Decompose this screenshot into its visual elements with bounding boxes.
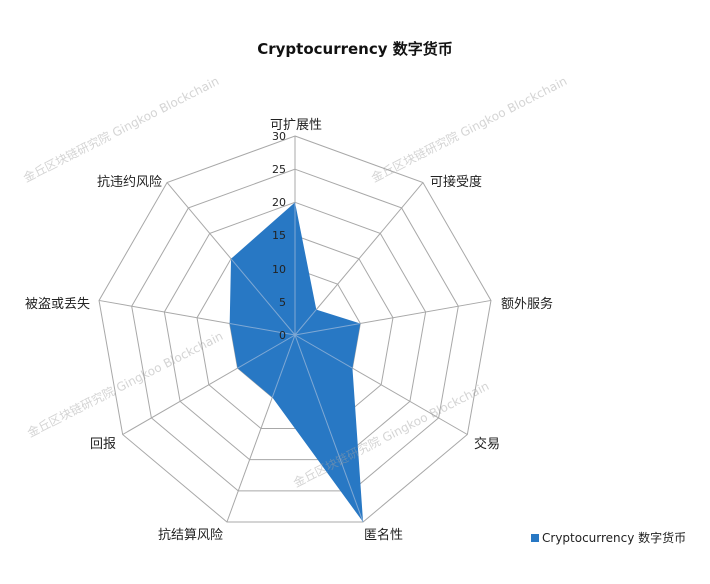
- spoke-overlay: [229, 322, 296, 336]
- tick-label: 5: [279, 296, 286, 309]
- legend-swatch: [531, 533, 539, 542]
- axis-label-settlement-risk: 抗结算风险: [158, 528, 224, 543]
- axis-label-transactions: 交易: [474, 437, 501, 452]
- axis-label-anonymity: 匿名性: [364, 528, 404, 543]
- spoke-overlay: [294, 334, 364, 523]
- axis-label-acceptance: 可接受度: [430, 175, 483, 190]
- tick-label: 10: [272, 263, 286, 276]
- axis-label-scalability: 可扩展性: [270, 118, 323, 133]
- axis-label-default-risk: 抗违约风险: [97, 175, 163, 190]
- tick-label: 30: [272, 130, 286, 143]
- spoke-overlay: [237, 334, 296, 369]
- tick-label: 25: [272, 163, 286, 176]
- spoke-overlay: [271, 334, 296, 398]
- spoke-overlay: [230, 258, 296, 336]
- spoke-overlay: [294, 309, 317, 336]
- tick-label: 15: [272, 229, 286, 242]
- spoke-overlay: [294, 334, 353, 369]
- axis-label-returns: 回报: [90, 437, 117, 452]
- tick-label: 20: [272, 196, 286, 209]
- axis-label-extra-services: 额外服务: [501, 297, 554, 312]
- legend-label: Cryptocurrency 数字货币: [542, 531, 687, 545]
- series-area: [229, 202, 364, 522]
- axis-label-theft-loss: 被盗或丢失: [25, 297, 91, 312]
- spoke-overlay: [294, 322, 361, 336]
- tick-label: 0: [279, 329, 286, 342]
- chart-title: Cryptocurrency 数字货币: [257, 40, 453, 58]
- legend: Cryptocurrency 数字货币: [531, 529, 686, 546]
